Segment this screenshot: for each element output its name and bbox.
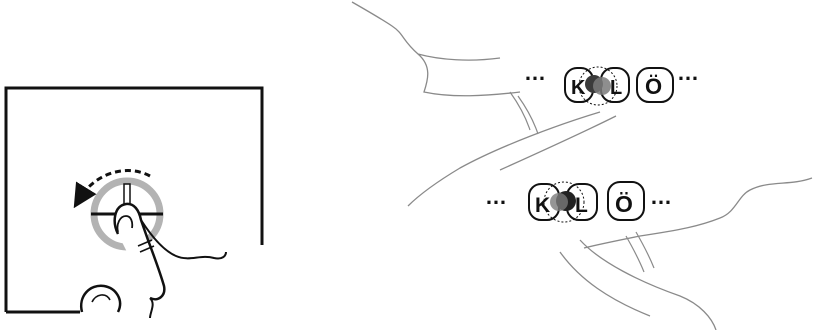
- upper-key-l-label: L: [610, 77, 622, 99]
- lower-key-row: … K L Ö …: [485, 182, 672, 222]
- frame-outline: [6, 88, 262, 312]
- upper-touch-contact-mid: [593, 77, 611, 95]
- lower-wrist-line: [560, 240, 716, 330]
- lower-key-k-label: K: [535, 194, 550, 217]
- upper-key-k-label: K: [571, 77, 586, 99]
- right-keyboard-illustration: … K L Ö … … K L Ö …: [352, 2, 812, 330]
- upper-key-row: … K L Ö …: [524, 60, 699, 105]
- thumb: [81, 286, 120, 312]
- upper-key-o-umlaut-label: Ö: [645, 74, 662, 99]
- hand-lower-contour: [150, 298, 153, 318]
- upper-finger-lines: [510, 92, 538, 134]
- left-gesture-panel: [6, 88, 262, 318]
- upper-hand-outline: [352, 2, 520, 96]
- lower-touch-contact-mid: [550, 193, 568, 211]
- upper-ellipsis-left: …: [524, 60, 546, 85]
- lower-ellipsis-right: …: [650, 184, 672, 209]
- lower-key-l-label: L: [575, 194, 588, 217]
- lower-key-o-umlaut-label: Ö: [615, 191, 633, 217]
- upper-ellipsis-right: …: [677, 60, 699, 85]
- lower-ellipsis-left: …: [485, 184, 507, 209]
